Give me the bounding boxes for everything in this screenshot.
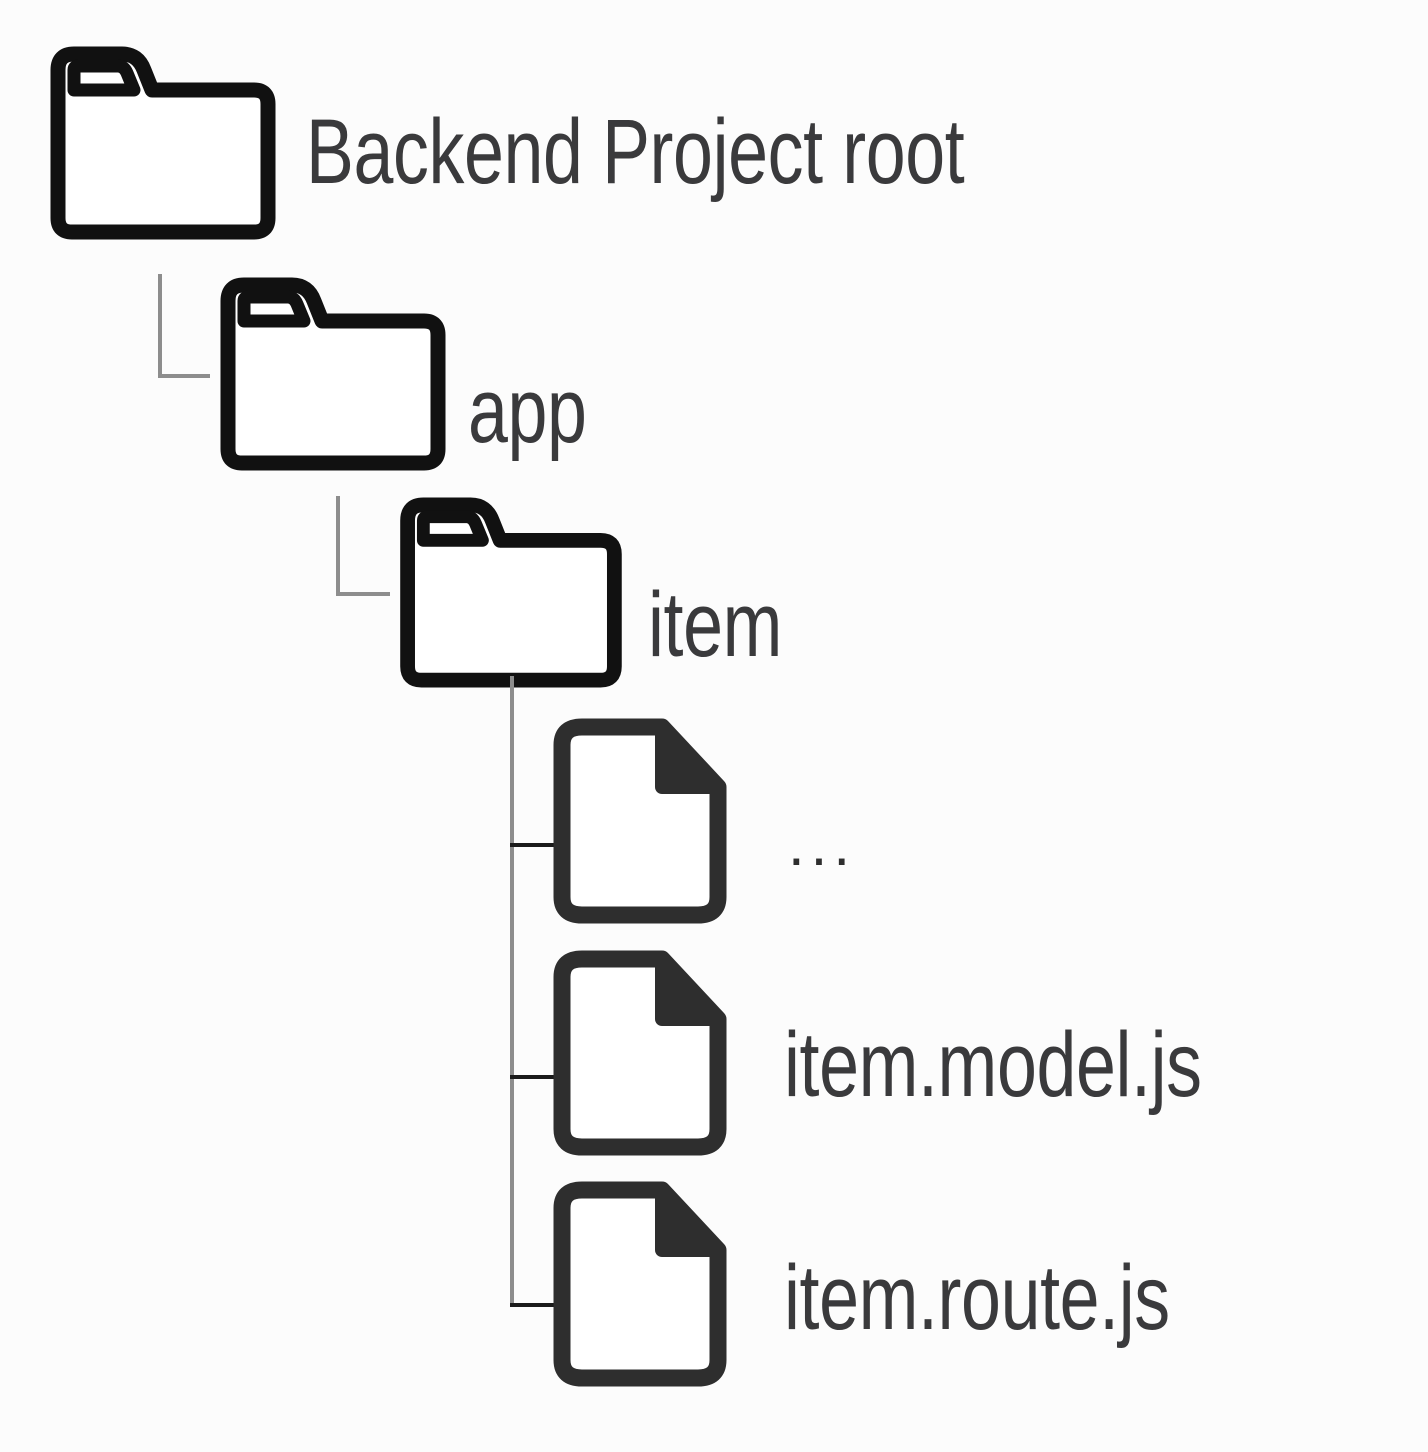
connector-item-children-trunk bbox=[510, 676, 514, 1306]
folder-icon bbox=[218, 277, 446, 477]
connector-app-to-item-horizontal bbox=[336, 592, 390, 596]
connector-branch-file-3 bbox=[510, 1303, 562, 1307]
connector-app-to-item-vertical bbox=[336, 496, 340, 596]
tree-node-root-label: Backend Project root bbox=[306, 101, 965, 203]
tree-node-file-0-label: ... bbox=[788, 811, 857, 878]
tree-node-file-1-label: item.model.js bbox=[784, 1014, 1202, 1116]
tree-node-file-1[interactable]: item.model.js bbox=[550, 947, 1370, 1162]
file-icon bbox=[550, 947, 730, 1164]
tree-node-app[interactable]: app bbox=[218, 277, 1378, 472]
connector-branch-file-1 bbox=[510, 843, 562, 847]
file-icon bbox=[550, 715, 730, 932]
folder-icon bbox=[396, 497, 624, 694]
tree-node-file-2-label: item.route.js bbox=[784, 1247, 1170, 1349]
tree-node-item[interactable]: item bbox=[396, 497, 1376, 689]
connector-root-to-app-horizontal bbox=[158, 374, 210, 378]
connector-root-to-app-vertical bbox=[158, 274, 162, 378]
tree-node-app-label: app bbox=[468, 360, 587, 462]
tree-node-root[interactable]: Backend Project root bbox=[48, 46, 1378, 241]
file-icon bbox=[550, 1178, 730, 1395]
connector-branch-file-2 bbox=[510, 1075, 562, 1079]
tree-node-file-2[interactable]: item.route.js bbox=[550, 1178, 1370, 1393]
tree-node-file-0[interactable]: ... bbox=[550, 715, 1370, 930]
tree-node-item-label: item bbox=[648, 574, 783, 676]
folder-icon bbox=[48, 46, 276, 246]
